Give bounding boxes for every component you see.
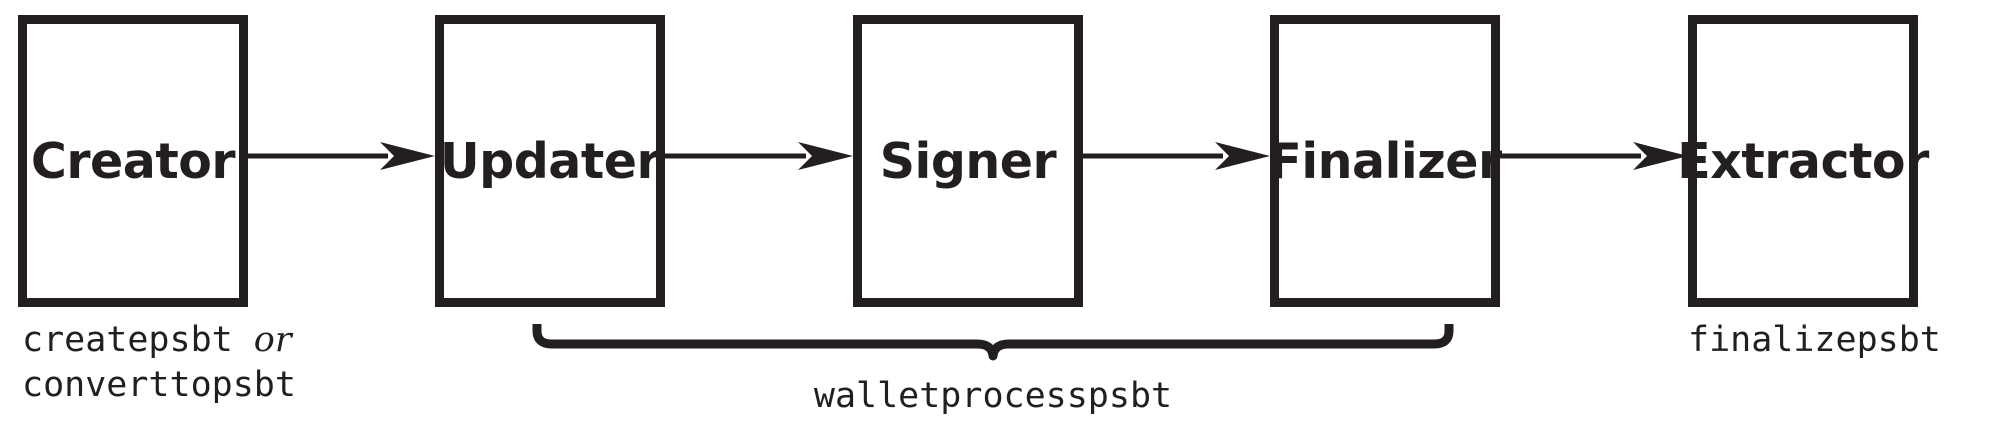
command-finalizepsbt: finalizepsbt: [1688, 320, 1941, 360]
caption-walletprocesspsbt: walletprocesspsbt: [0, 374, 1986, 419]
arrow-signer-to-finalizer: [1083, 142, 1270, 170]
arrow-creator-to-updater: [248, 142, 435, 170]
walletprocesspsbt-brace: [532, 324, 1454, 361]
caption-creator-commands: createpsbt or converttopsbt: [22, 318, 296, 408]
stage-label-updater: Updater: [439, 132, 661, 190]
stage-box-finalizer: Finalizer: [1268, 15, 1502, 307]
arrow-updater-to-signer: [665, 142, 853, 170]
caption-creator-line-1: createpsbt or: [22, 318, 296, 363]
stage-box-updater: Updater: [435, 15, 665, 307]
stage-label-extractor: Extractor: [1677, 132, 1929, 190]
arrow-finalizer-to-extractor: [1500, 142, 1688, 170]
command-createpsbt: createpsbt: [22, 320, 233, 360]
caption-connector-or: or: [253, 320, 292, 360]
stage-box-creator: Creator: [18, 15, 248, 307]
stage-label-finalizer: Finalizer: [1268, 132, 1502, 190]
caption-creator-line-2: converttopsbt: [22, 364, 296, 405]
command-walletprocesspsbt: walletprocesspsbt: [813, 376, 1173, 416]
stage-box-extractor: Extractor: [1677, 15, 1929, 307]
stage-label-creator: Creator: [30, 132, 236, 190]
stage-box-signer: Signer: [853, 15, 1083, 307]
caption-extractor-command: finalizepsbt: [1688, 318, 1941, 363]
stage-label-signer: Signer: [879, 132, 1057, 190]
